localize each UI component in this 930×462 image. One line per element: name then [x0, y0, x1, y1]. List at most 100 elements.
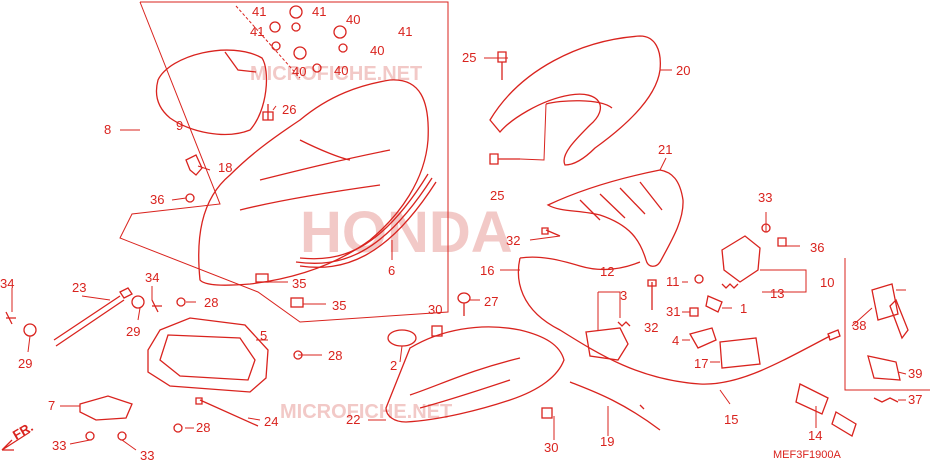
label-28-b: 28	[328, 348, 342, 363]
label-33-left: 33	[52, 438, 66, 453]
seat-stitch-3	[299, 139, 351, 161]
diagram-code: MEF3F1900A	[773, 449, 842, 461]
gas-strut-23	[53, 287, 133, 347]
rear-carrier-ribs	[579, 181, 663, 221]
label-40-c: 40	[292, 64, 306, 79]
nut-40-a	[291, 22, 301, 32]
label-30-bottom: 30	[544, 440, 558, 455]
bushing-29-left	[23, 323, 37, 337]
box-right-outline	[844, 258, 930, 391]
label-34-right: 34	[145, 270, 159, 285]
clip-30-bottom	[541, 407, 553, 419]
seat-side-band	[295, 173, 437, 268]
label-30-top: 30	[428, 302, 442, 317]
bolt-25-bottom	[489, 153, 520, 165]
bracket-17	[719, 337, 761, 369]
label-41-a: 41	[252, 4, 266, 19]
key-cylinder-14	[795, 383, 829, 415]
key-38	[889, 298, 909, 340]
spring-37	[873, 397, 899, 403]
part-labels: 8 9 26 18 36 35 35 6 41 41 40 41 41 40 4…	[0, 4, 922, 462]
bolt-36-right	[777, 237, 787, 247]
cable-end	[827, 329, 841, 341]
seat-lock-cable	[517, 256, 831, 385]
label-41-c: 41	[250, 24, 264, 39]
label-6: 6	[388, 263, 395, 278]
lock-housing-10	[721, 235, 761, 283]
washer-41-a	[269, 21, 281, 33]
frame-bracket-5-inner	[159, 334, 256, 381]
label-20: 20	[676, 63, 690, 78]
label-35-top: 35	[292, 276, 306, 291]
label-29-right: 29	[126, 324, 140, 339]
label-12: 12	[600, 264, 614, 279]
label-41-b: 41	[312, 4, 326, 19]
spring-3	[617, 321, 631, 327]
leader-lines	[11, 57, 907, 451]
bolt-26	[262, 104, 274, 121]
label-3: 3	[620, 288, 627, 303]
backrest-detail	[224, 51, 257, 73]
nut-28-c	[173, 423, 183, 433]
label-7: 7	[48, 398, 55, 413]
bolt-24	[195, 397, 259, 427]
label-36-left: 36	[150, 192, 164, 207]
label-35-bottom: 35	[332, 298, 346, 313]
label-29-left: 29	[18, 356, 32, 371]
seat-stitch-2	[239, 184, 381, 211]
washer-41-c	[333, 25, 347, 39]
gasket-2	[387, 329, 417, 347]
bolt-27	[457, 292, 471, 316]
clip-35-bottom	[290, 297, 304, 308]
label-5: 5	[260, 328, 267, 343]
pin-34-right	[151, 299, 162, 313]
label-13: 13	[770, 286, 784, 301]
bushing-29-right	[131, 295, 145, 309]
latch-plate-12	[585, 327, 629, 361]
clip-4	[689, 327, 717, 349]
label-39: 39	[908, 366, 922, 381]
label-21: 21	[658, 142, 672, 157]
lock-cylinder-38	[871, 283, 899, 321]
label-9: 9	[176, 118, 183, 133]
bolt-31	[689, 307, 699, 317]
nut-11	[694, 274, 704, 284]
bolt-32-mid	[647, 279, 657, 310]
frame-bracket-5	[147, 317, 269, 393]
backrest-part	[155, 49, 268, 136]
grab-rail-part	[489, 35, 661, 166]
pin-34-left	[5, 311, 16, 325]
label-31: 31	[666, 304, 680, 319]
label-38: 38	[852, 318, 866, 333]
storage-box-part	[385, 326, 565, 423]
key-14	[831, 411, 857, 437]
leader-25b	[519, 103, 547, 161]
label-8: 8	[104, 122, 111, 137]
label-27: 27	[484, 294, 498, 309]
label-18: 18	[218, 160, 232, 175]
washer-41-b	[289, 5, 303, 19]
label-10: 10	[820, 275, 834, 290]
watermark-brand: HONDA	[300, 200, 513, 265]
watermark-site-bottom: MICROFICHE.NET	[280, 401, 452, 423]
nut-33-right	[117, 431, 127, 441]
bolt-group-bracket	[235, 5, 301, 79]
washer-41-d	[293, 46, 307, 60]
grab-rail-inner	[545, 100, 613, 109]
seat-group-outline	[119, 1, 449, 323]
label-2: 2	[390, 358, 397, 373]
label-40-a: 40	[346, 12, 360, 27]
rear-carrier-part	[546, 169, 684, 267]
nut-40-b	[271, 41, 281, 51]
direction-arrow	[1, 431, 31, 451]
label-1: 1	[740, 301, 747, 316]
nut-28-a	[176, 297, 186, 307]
label-24: 24	[264, 414, 278, 429]
seat-part	[198, 79, 429, 286]
bolt-36-left	[185, 193, 195, 203]
label-11: 11	[666, 274, 680, 289]
label-26: 26	[282, 102, 296, 117]
bracket-39	[867, 355, 901, 381]
